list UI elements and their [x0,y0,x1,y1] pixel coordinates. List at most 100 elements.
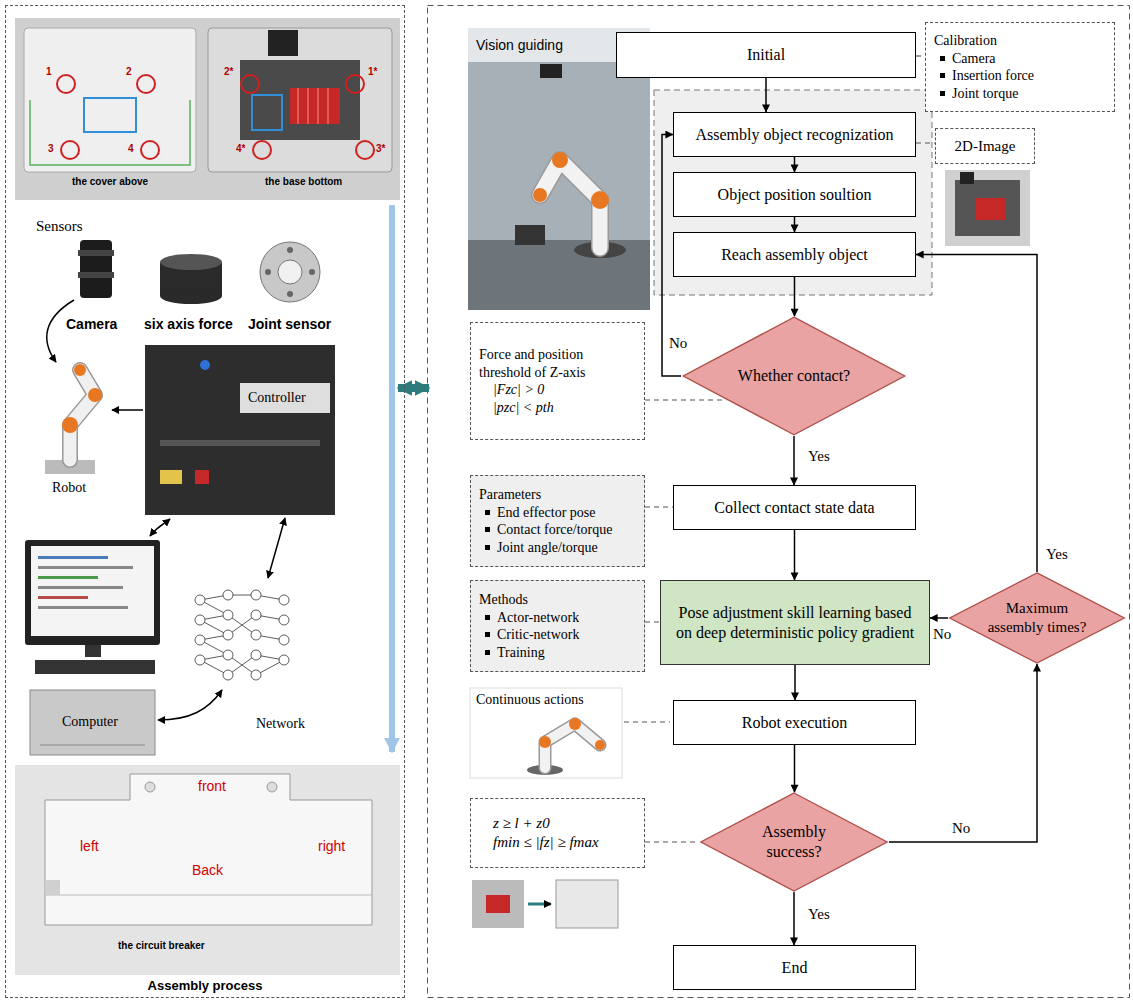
box-text: Collect contact state data [714,499,874,516]
breaker-parts-photo [308,88,309,124]
breaker-parts-photo [346,75,364,93]
edge-label: No [933,626,951,642]
text-row: Object position soultion [718,185,872,205]
callout-number: 1* [368,66,377,77]
breaker-parts-photo [30,100,190,165]
text-row: Robot execution [742,713,847,733]
device-label: Controller [248,390,306,405]
sample-image [960,172,974,184]
box-text: End [782,959,808,976]
box-text: Joint angle/torque [497,539,598,557]
signal-arrow [268,518,285,578]
process-box: Robot execution [673,700,916,745]
text-row: Collect contact state data [714,498,874,518]
text-holder: Maximum assembly times? [984,599,1091,637]
process-box: Initial [616,32,916,78]
breaker-parts-photo [137,75,155,93]
computer-photo [30,690,155,755]
controller-photo [145,345,335,515]
breaker-parts-photo [241,75,259,93]
box-text: Robot execution [742,714,847,731]
label-anchor: 2* [224,66,233,77]
diamond-outline [950,573,1124,663]
camera-icon [80,240,112,298]
callout-number: 3 [48,143,54,154]
controller-photo [240,383,330,413]
result-image [528,903,551,906]
flow-arrow [930,617,948,619]
note-box: Force and position threshold of Z-axis|F… [470,322,645,440]
formula: fmin ≤ |fz| ≥ fmax [493,834,599,850]
process-box: Reach assembly object [673,232,916,277]
controller-photo [160,440,320,446]
side-label: front [198,778,226,794]
label-anchor: six axis force [144,316,233,332]
text-row: Force and position threshold of Z-axis [479,346,636,381]
computer-photo [38,596,88,599]
edge-label: Yes [808,906,830,922]
dashed-connector [645,506,673,507]
breaker-parts-photo [290,88,340,124]
circuit-breaker-photo [15,765,400,975]
text-row: Training [479,644,545,662]
result-image [472,880,618,928]
signal-arrow [158,690,222,720]
box-heading: Parameters [479,487,541,502]
computer-photo [38,586,123,589]
vision-photo [540,64,562,78]
formula: z ≥ l + z0 [493,815,550,831]
callout-number: 3* [376,143,385,154]
label-anchor: the base bottom [265,176,342,187]
sensor-label: Joint sensor [248,316,331,332]
text-row: Joint angle/torque [479,539,598,557]
label-anchor: Joint sensor [248,316,331,332]
box-text: Joint torque [952,85,1019,103]
process-box: Assembly object recognization [673,112,916,157]
box-text: Force and position threshold of Z-axis [479,347,586,380]
dashed-connector [916,55,925,56]
bullet-marker [485,615,490,620]
robot-photo [545,724,600,768]
sensor-label: Camera [66,316,117,332]
computer-photo [35,660,155,674]
network-icon [195,595,205,605]
sample-image [955,180,1020,236]
breaker-parts-photo [61,141,79,159]
dashed-connector [645,399,726,400]
text-row: Assembly success? [737,822,851,862]
network-icon [251,610,261,620]
breaker-parts-photo [252,95,282,130]
text-row: Methods [479,591,528,609]
callout-number: 4 [128,143,134,154]
circuit-breaker-photo [45,774,372,925]
flow-arrow [794,530,796,580]
breaker-parts-photo [57,75,75,93]
robot-icon [70,370,95,460]
robot-icon [88,388,102,402]
callout-number: 4* [236,143,245,154]
robot-icon [62,417,78,433]
flow-arrow [793,892,795,945]
vision-photo [468,240,650,310]
edge-label-patch: No [950,820,972,837]
process-arrow [389,205,395,752]
panel-title: Assembly process [148,978,263,993]
device-label: Robot [52,480,86,495]
decision-diamond: Maximum assembly times? [948,572,1126,664]
box-text: Critic-network [497,626,579,644]
network-icon [251,630,261,640]
bullet-marker [485,527,490,532]
network-icon [251,590,261,600]
text-row: Assembly process [148,978,263,994]
label-anchor: 1* [368,66,377,77]
diamond-outline [699,792,889,892]
breaker-parts-photo [328,88,329,124]
signal-arrow [112,409,143,411]
breaker-parts-photo [208,28,392,172]
sample-image [945,170,1030,246]
computer-photo [40,745,145,746]
flow-arrow [794,665,796,700]
vision-photo [540,160,600,248]
group-label: Sensors [36,218,83,234]
flow-arrow [793,436,795,485]
